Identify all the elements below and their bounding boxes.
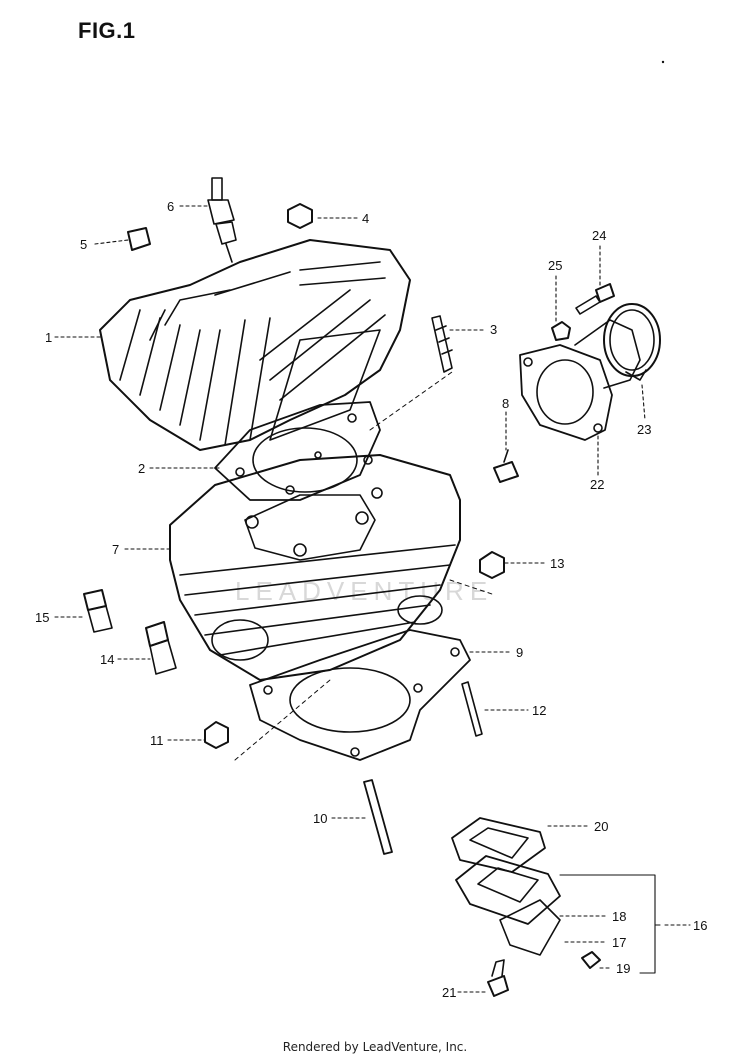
callout-8: 8 bbox=[502, 396, 509, 411]
callout-24: 24 bbox=[592, 228, 606, 243]
stud-10 bbox=[363, 779, 393, 855]
callout-21: 21 bbox=[442, 985, 456, 1000]
callout-3: 3 bbox=[490, 322, 497, 337]
callout-19: 19 bbox=[616, 961, 630, 976]
callout-4: 4 bbox=[362, 211, 369, 226]
callout-16: 16 bbox=[693, 918, 707, 933]
callout-labels: 1 2 3 4 5 6 7 8 9 10 11 12 13 14 15 16 1… bbox=[35, 199, 707, 1000]
callout-6: 6 bbox=[167, 199, 174, 214]
watermark-text: LEADVENTURE bbox=[235, 576, 493, 606]
callout-11: 11 bbox=[150, 733, 164, 748]
hose-clamp bbox=[603, 303, 661, 381]
callout-25: 25 bbox=[548, 258, 562, 273]
cylinder bbox=[169, 454, 461, 681]
callout-23: 23 bbox=[637, 422, 651, 437]
nut-base bbox=[204, 721, 229, 749]
intake-pipe bbox=[519, 319, 641, 441]
scan-speck bbox=[661, 60, 665, 64]
alignment-guides bbox=[234, 371, 496, 761]
callout-18: 18 bbox=[612, 909, 626, 924]
callout-7: 7 bbox=[112, 542, 119, 557]
callout-9: 9 bbox=[516, 645, 523, 660]
reed-screw bbox=[581, 951, 601, 969]
spark-plug bbox=[207, 177, 237, 263]
figure-title: FIG.1 bbox=[78, 18, 136, 43]
bolt-21 bbox=[487, 959, 509, 997]
nut-cylinder bbox=[479, 551, 505, 579]
callout-14: 14 bbox=[100, 652, 114, 667]
cap-14 bbox=[145, 621, 177, 675]
callout-20: 20 bbox=[594, 819, 608, 834]
group-bracket-16 bbox=[559, 874, 661, 974]
intake-bolt bbox=[575, 283, 615, 315]
callout-22: 22 bbox=[590, 477, 604, 492]
washer bbox=[551, 321, 571, 341]
leader-lines bbox=[54, 205, 691, 993]
callout-17: 17 bbox=[612, 935, 626, 950]
callout-1: 1 bbox=[45, 330, 52, 345]
callout-5: 5 bbox=[80, 237, 87, 252]
head-stud bbox=[431, 315, 453, 373]
callout-10: 10 bbox=[313, 811, 327, 826]
cylinder-head bbox=[99, 239, 411, 451]
nut-top bbox=[287, 203, 313, 229]
callout-15: 15 bbox=[35, 610, 49, 625]
base-gasket bbox=[249, 629, 471, 761]
callout-2: 2 bbox=[138, 461, 145, 476]
cap bbox=[127, 227, 151, 251]
stud-12 bbox=[461, 681, 483, 737]
reed-valve bbox=[455, 855, 561, 956]
callout-12: 12 bbox=[532, 703, 546, 718]
footer-credit: Rendered by LeadVenture, Inc. bbox=[282, 1040, 468, 1054]
pipe-fitting bbox=[493, 449, 519, 483]
callout-13: 13 bbox=[550, 556, 564, 571]
reed-gasket bbox=[451, 817, 546, 873]
cap-15 bbox=[83, 589, 113, 633]
